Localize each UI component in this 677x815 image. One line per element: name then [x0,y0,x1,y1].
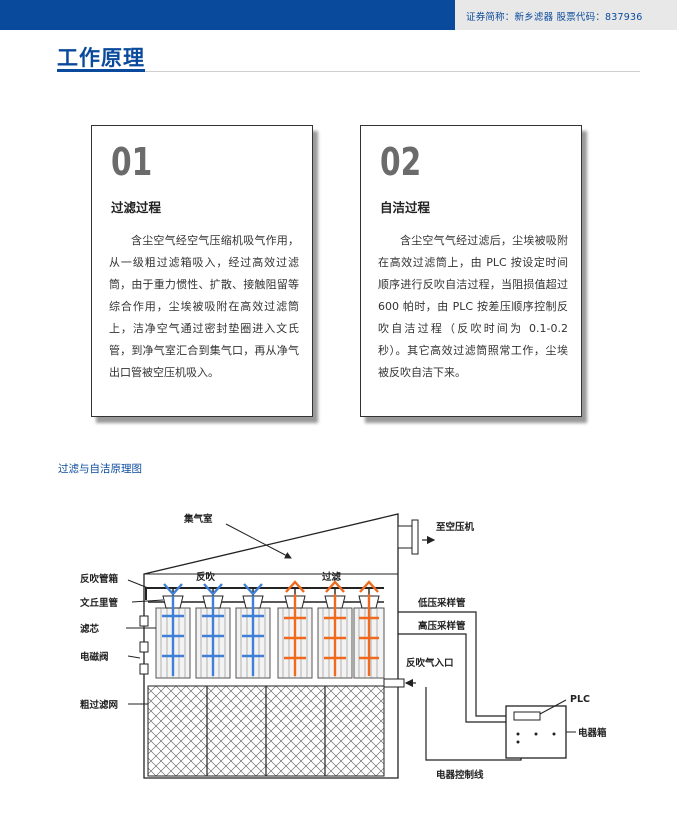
solenoid-valves [139,615,149,675]
plc-pointer [539,699,567,715]
backflush-inlet-pipe [383,678,405,688]
filtering-flow [284,580,379,676]
label-electric-box: 电器箱 [578,727,607,739]
card-self-cleaning-process: 02 自洁过程 含尘空气气经过滤后，尘埃被吸附在高效过滤筒上，由 PLC 按设定… [360,125,582,417]
label-plc: PLC [570,694,590,705]
housing-outline [143,513,399,779]
principle-diagram: 集气室 至空压机 反吹管箱 文丘里管 滤芯 电磁阀 粗过滤网 反吹 过滤 低压采… [79,513,607,781]
label-backflush: 反吹 [196,571,216,583]
card-filtering-process: 01 过滤过程 含尘空气经空气压缩机吸气作用，从一级粗过滤箱吸入，经过高效过滤筒… [91,125,313,417]
card-number: 02 [380,140,422,184]
label-low-pressure: 低压采样管 [417,597,466,609]
label-solenoid: 电磁阀 [80,651,109,663]
box-indicators [516,732,556,744]
outlet-flange [411,519,419,555]
low-pressure-line [398,611,506,717]
backflush-flow [162,583,264,676]
plc-display [513,711,541,721]
label-filtering: 过滤 [322,571,342,583]
card-number: 01 [111,140,153,184]
label-venturi: 文丘里管 [79,597,119,609]
title-underline [57,69,145,72]
backflush-manifold [145,587,384,600]
title-divider [57,71,640,72]
top-banner: 证券简称：新乡滤器 股票代码：837936 [0,0,677,30]
control-line [425,687,522,761]
nozzles [172,588,370,596]
banner-blue-band [0,0,455,30]
stock-info: 证券简称：新乡滤器 股票代码：837936 [466,12,643,23]
label-backflush-tank: 反吹管箱 [80,573,119,585]
high-pressure-line [398,633,506,723]
label-to-compressor: 至空压机 [436,521,475,533]
section-title: 过滤与自洁原理图 [58,463,142,475]
label-high-pressure: 高压采样管 [418,620,466,632]
card-body: 含尘空气气经过滤后，尘埃被吸附在高效过滤筒上，由 PLC 按设定时间顺序进行反吹… [378,234,568,379]
label-coarse-filter: 粗过滤网 [80,699,118,711]
outlet-pipe [397,525,413,549]
label-filter-core: 滤芯 [80,623,100,635]
page-title: 工作原理 [57,46,145,70]
card-heading: 过滤过程 [111,200,162,215]
leader-lines [126,523,292,705]
card-heading: 自洁过程 [380,200,431,215]
label-backflush-inlet: 反吹气入口 [406,657,454,669]
label-control-line: 电器控制线 [436,769,484,781]
banner-gray-band [455,0,677,30]
card-body: 含尘空气经空气压缩机吸气作用，从一级粗过滤箱吸入，经过高效过滤筒，由于重力惯性、… [109,234,299,379]
filter-elements [155,607,385,679]
label-chamber: 集气室 [183,513,213,525]
